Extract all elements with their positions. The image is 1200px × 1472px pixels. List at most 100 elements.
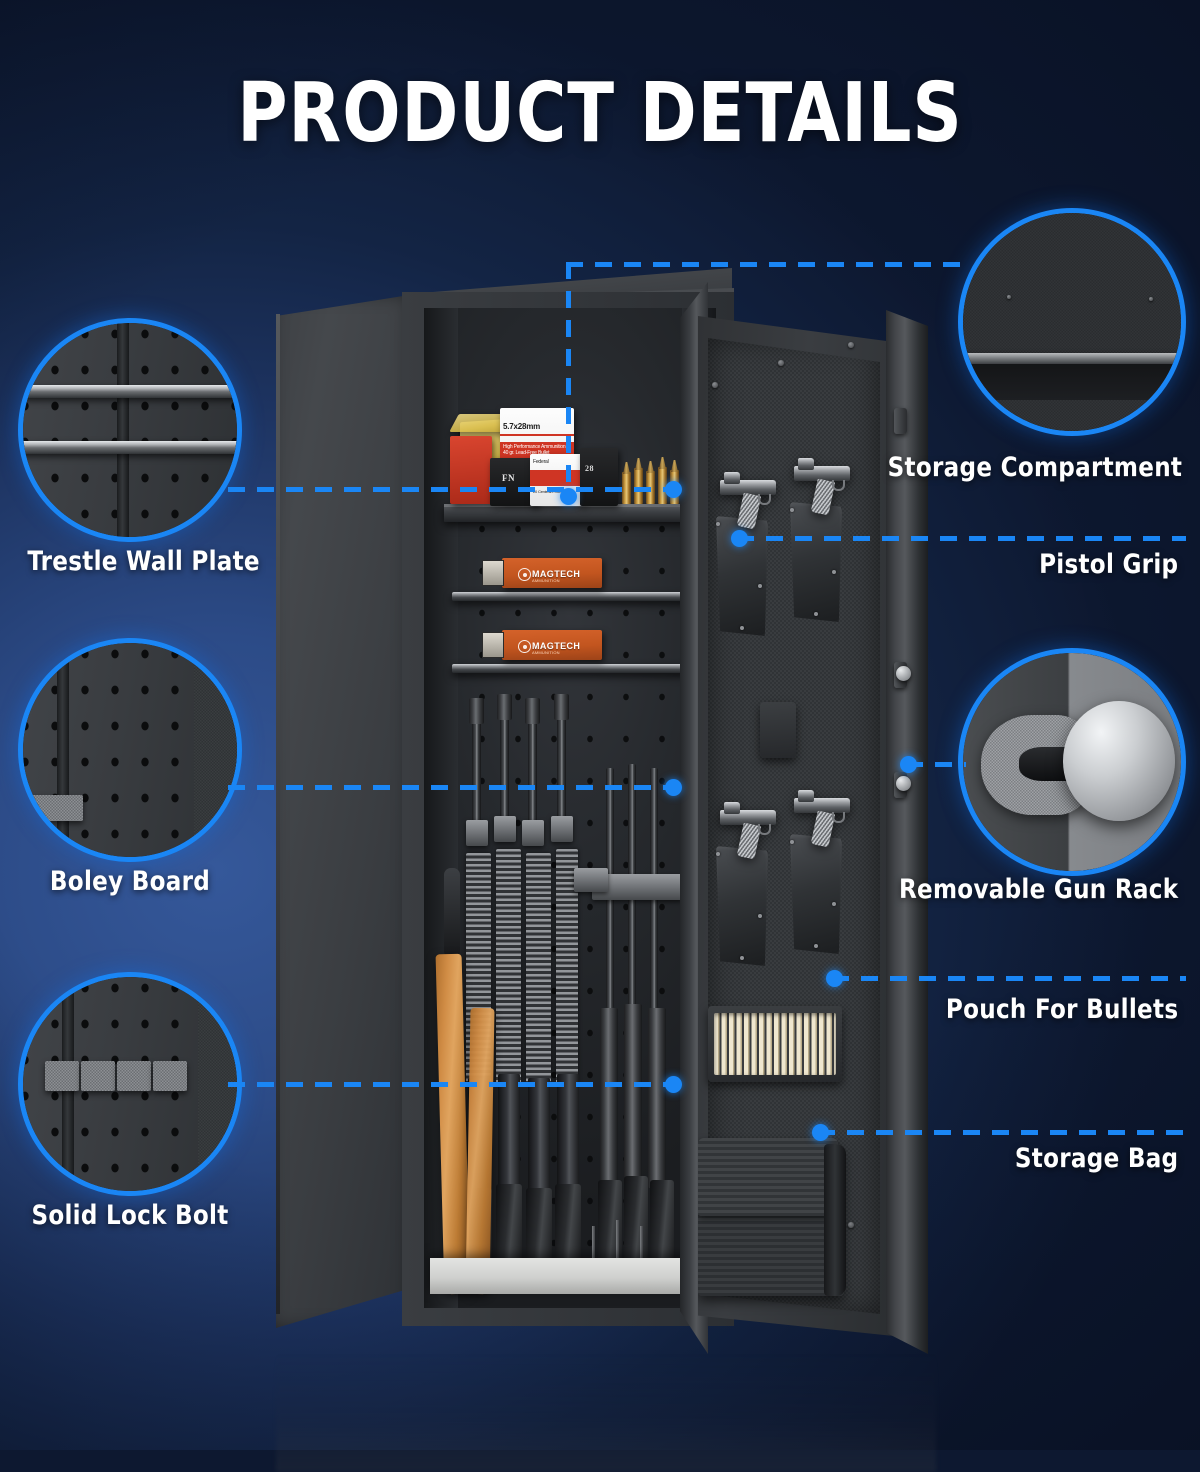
pistol xyxy=(794,786,854,848)
page-title: PRODUCT DETAILS xyxy=(237,66,963,161)
interior-floor-mat xyxy=(430,1258,710,1294)
door-small-pouch xyxy=(760,702,796,758)
holster-stud-icon xyxy=(832,902,836,906)
callout-label-removable-gun-rack: Removable Gun Rack xyxy=(898,874,1179,905)
ammo-box-dark-right: 28 xyxy=(580,448,618,506)
rifle-scope xyxy=(444,868,460,958)
holster-stud-icon xyxy=(758,584,762,588)
trestle-shelf-lower xyxy=(452,664,688,673)
rifle-magazine xyxy=(528,1078,550,1198)
gun-rack-knob[interactable] xyxy=(896,666,911,681)
floor-reflection xyxy=(276,1352,936,1472)
door-inner-face xyxy=(698,316,894,1336)
holster-stud-icon xyxy=(814,944,818,948)
panel-screw-icon xyxy=(848,1222,854,1228)
callout-circle-trestle-wall-plate xyxy=(18,318,242,542)
leader-line-storage-bag xyxy=(818,1130,1186,1135)
rifle-bipod xyxy=(592,1226,595,1278)
callout-label-pistol-grip: Pistol Grip xyxy=(1039,549,1179,580)
rifle-body xyxy=(600,1008,618,1188)
rifle-barrel xyxy=(528,698,537,838)
rifle-gas-block xyxy=(522,820,544,846)
leader-dot-pouch-for-bullets xyxy=(826,970,843,987)
holster-stud-icon xyxy=(790,840,794,844)
leader-line-trestle-wall-plate xyxy=(228,487,673,492)
safe-door[interactable] xyxy=(680,282,928,1354)
leader-dot-storage-compartment xyxy=(560,488,577,505)
rifle-bipod xyxy=(616,1220,619,1278)
door-outer-edge xyxy=(886,310,928,1354)
pistol-holster xyxy=(790,834,842,954)
callout-circle-removable-gun-rack xyxy=(958,648,1186,876)
panel-screw-icon xyxy=(848,342,854,348)
rifle-muzzle xyxy=(497,694,512,720)
bullet-loops xyxy=(714,1013,836,1075)
leader-line-storage-compartment xyxy=(566,262,962,267)
rifle-bipod xyxy=(640,1226,643,1278)
cartridge xyxy=(658,467,667,504)
holster-stud-icon xyxy=(832,570,836,574)
holster-stud-icon xyxy=(790,508,794,512)
holster-stud-icon xyxy=(814,612,818,616)
rifle-magazine xyxy=(557,1074,579,1198)
gun-rack-clamp xyxy=(574,868,608,892)
callout-label-solid-lock-bolt: Solid Lock Bolt xyxy=(31,1200,229,1231)
panel-screw-icon xyxy=(712,382,718,388)
pistol xyxy=(720,798,780,860)
gun-rack-knob[interactable] xyxy=(896,776,911,791)
wood-rifle-stock xyxy=(465,1007,495,1295)
callout-circle-boley-board xyxy=(18,638,242,862)
storage-compartment-shelf xyxy=(444,504,696,522)
callout-label-trestle-wall-plate: Trestle Wall Plate xyxy=(27,546,260,577)
rifle-barrel xyxy=(557,694,566,838)
holster-stud-icon xyxy=(758,914,762,918)
callout-label-storage-compartment: Storage Compartment xyxy=(887,452,1183,483)
rifle-muzzle xyxy=(554,694,569,720)
safe-left-edge xyxy=(276,314,280,1314)
leader-line-pistol-grip xyxy=(737,536,1186,541)
cartridge xyxy=(634,468,643,504)
rifle-gas-block xyxy=(551,816,573,842)
rifle-handguard xyxy=(556,849,578,1083)
leader-dot-trestle-wall-plate xyxy=(665,481,682,498)
pistol xyxy=(794,454,854,516)
magtech-box-end xyxy=(482,632,504,658)
holster-stud-icon xyxy=(716,522,720,526)
holster-stud-icon xyxy=(716,852,720,856)
rifle-magazine xyxy=(498,1074,520,1198)
fn-brand-label: FN xyxy=(502,473,515,483)
leader-dot-removable-gun-rack xyxy=(900,756,917,773)
callout-label-boley-board: Boley Board xyxy=(49,866,211,897)
pistol-holster xyxy=(716,846,768,966)
magtech-box-end xyxy=(482,560,504,586)
leader-line-boley-board xyxy=(228,785,673,790)
magtech-ammo-box-lower: MAGTECH AMMUNITION xyxy=(502,630,602,660)
holster-stud-icon xyxy=(740,626,744,630)
ammo-box-red xyxy=(450,436,492,504)
leader-dot-solid-lock-bolt xyxy=(665,1076,682,1093)
magtech-brand-label: MAGTECH xyxy=(532,640,581,651)
pistol xyxy=(720,468,780,530)
rifle-body xyxy=(648,1008,666,1188)
leader-dot-pistol-grip xyxy=(731,530,748,547)
door-hinge xyxy=(894,408,907,434)
rifle-barrel xyxy=(472,698,481,838)
rifle-muzzle xyxy=(469,698,484,724)
magtech-ammo-box-upper: MAGTECH AMMUNITION xyxy=(502,558,602,588)
safe-left-side-panel xyxy=(276,294,416,1328)
rifle-handguard xyxy=(496,849,521,1083)
callout-label-storage-bag: Storage Bag xyxy=(1014,1143,1179,1174)
callout-circle-storage-compartment xyxy=(958,208,1186,436)
rifle-handguard xyxy=(526,853,551,1083)
leader-dot-storage-bag xyxy=(812,1124,829,1141)
storage-bag-flap xyxy=(698,1138,838,1216)
magtech-brand-label: MAGTECH xyxy=(532,568,581,579)
ammo-box-caliber-label: 5.7x28mm xyxy=(503,422,541,431)
trestle-shelf-upper xyxy=(452,592,688,601)
bullet-pouch xyxy=(708,1006,842,1082)
storage-bag-strap xyxy=(824,1144,846,1296)
leader-line-pouch-for-bullets xyxy=(832,976,1186,981)
panel-screw-icon xyxy=(778,360,784,366)
